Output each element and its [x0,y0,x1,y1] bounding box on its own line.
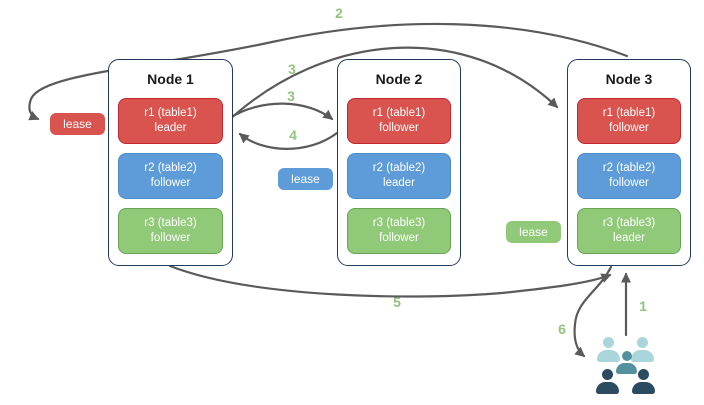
node-3: Node 3 r1 (table1) follower r2 (table2) … [567,59,691,266]
replica-name: r1 (table1) [144,106,197,119]
step-label-6: 6 [558,321,566,337]
replica-role: leader [613,232,645,244]
node-2-replica-r1: r1 (table1) follower [347,98,451,144]
node-2-replica-r2: r2 (table2) leader [347,153,451,199]
user-torso [632,382,655,394]
node-2: Node 2 r1 (table1) follower r2 (table2) … [337,59,461,266]
node-3-title: Node 3 [605,71,653,87]
user-head [603,337,614,348]
node-1-replica-r3: r3 (table3) follower [118,208,223,254]
replica-role: follower [379,122,419,134]
replica-name: r2 (table2) [372,161,426,174]
node-1-replica-r2: r2 (table2) follower [118,153,223,199]
user-torso [631,350,654,362]
replica-role: follower [379,232,419,244]
replica-name: r3 (table3) [602,216,656,229]
replica-role: leader [154,122,187,134]
replica-name: r1 (table1) [372,106,426,119]
user-head [602,369,613,380]
node-1: Node 1 r1 (table1) leader r2 (table2) fo… [108,59,233,266]
node-3-replica-r1: r1 (table1) follower [577,98,681,144]
node-2-title: Node 2 [375,71,423,87]
arrow-step-3-to-node2 [226,102,334,121]
lease-badge-table1: lease [50,113,105,135]
step-label-5: 5 [393,294,401,310]
replica-name: r2 (table2) [144,161,197,174]
replica-name: r1 (table1) [602,106,656,119]
user-torso [597,350,620,362]
user-head [622,351,632,361]
node-3-replica-r2: r2 (table2) follower [577,153,681,199]
step-label-3a: 3 [288,61,296,77]
step-label-1: 1 [639,298,647,314]
node-2-replica-r3: r3 (table3) follower [347,208,451,254]
node-1-title: Node 1 [147,71,194,87]
replica-name: r3 (table3) [144,216,197,229]
replica-role: follower [609,122,649,134]
replica-role: follower [609,177,649,189]
arrow-step-5 [168,264,612,298]
step-label-3b: 3 [287,88,295,104]
user-torso [596,382,619,394]
step-label-4: 4 [289,127,297,143]
lease-badge-table2: lease [278,168,333,190]
node-1-replica-r1: r1 (table1) leader [118,98,223,144]
replica-name: r2 (table2) [602,161,656,174]
node-3-replica-r3: r3 (table3) leader [577,208,681,254]
replica-name: r3 (table3) [372,216,426,229]
user-head [638,369,649,380]
replica-role: leader [383,177,415,189]
user-torso [616,363,637,374]
replica-role: follower [150,232,191,244]
replica-role: follower [150,177,191,189]
lease-badge-table3: lease [506,221,561,243]
step-label-2: 2 [335,5,343,21]
user-head [637,337,648,348]
